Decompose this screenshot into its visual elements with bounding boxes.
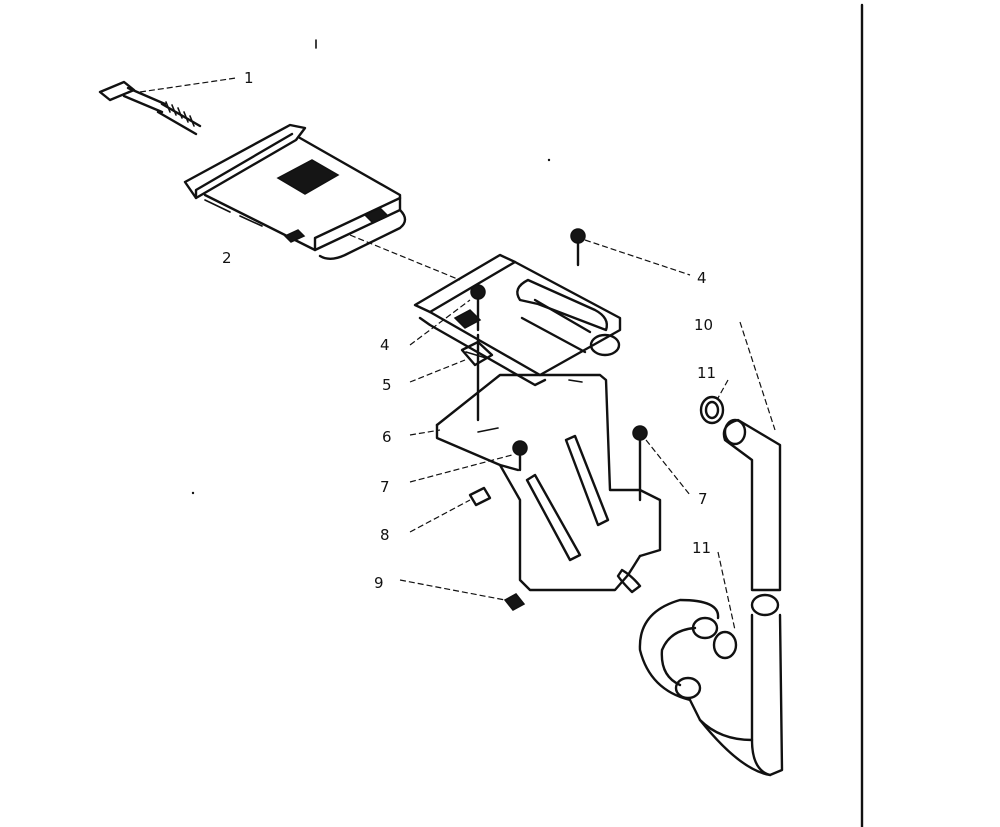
part-clamp-11-upper <box>699 379 729 425</box>
callout-11-lower: 11 <box>692 539 711 557</box>
part-mounting-plate-6 <box>409 333 662 594</box>
callout-7-left: 7 <box>380 478 390 496</box>
callout-4-left: 4 <box>380 336 390 354</box>
part-upper-bracket <box>413 253 622 387</box>
part-nut-9 <box>399 579 526 611</box>
callout-5: 5 <box>382 376 392 394</box>
part-screw-7-right <box>632 425 691 502</box>
part-filter-housing <box>183 123 407 260</box>
callout-1: 1 <box>244 69 254 87</box>
callout-11-upper: 11 <box>697 364 716 382</box>
part-hose-10 <box>638 321 784 777</box>
part-screw-4-right <box>570 228 691 276</box>
callout-6: 6 <box>382 428 392 446</box>
part-clip-8 <box>409 486 492 533</box>
stray-dot <box>191 491 195 495</box>
stray-dot <box>547 158 551 162</box>
callout-2: 2 <box>222 249 232 267</box>
callout-7-right: 7 <box>698 490 708 508</box>
callout-4-right: 4 <box>697 269 707 287</box>
callout-9: 9 <box>374 574 384 592</box>
assembly-leader <box>349 234 461 281</box>
callout-10: 10 <box>694 316 713 334</box>
part-handle-pin <box>98 77 237 136</box>
part-spring-clip-5 <box>409 340 494 383</box>
part-screw-4-left <box>409 284 486 346</box>
part-clamp-11-lower <box>691 551 738 660</box>
part-screw-7-left <box>409 440 528 483</box>
callout-8: 8 <box>380 526 390 544</box>
